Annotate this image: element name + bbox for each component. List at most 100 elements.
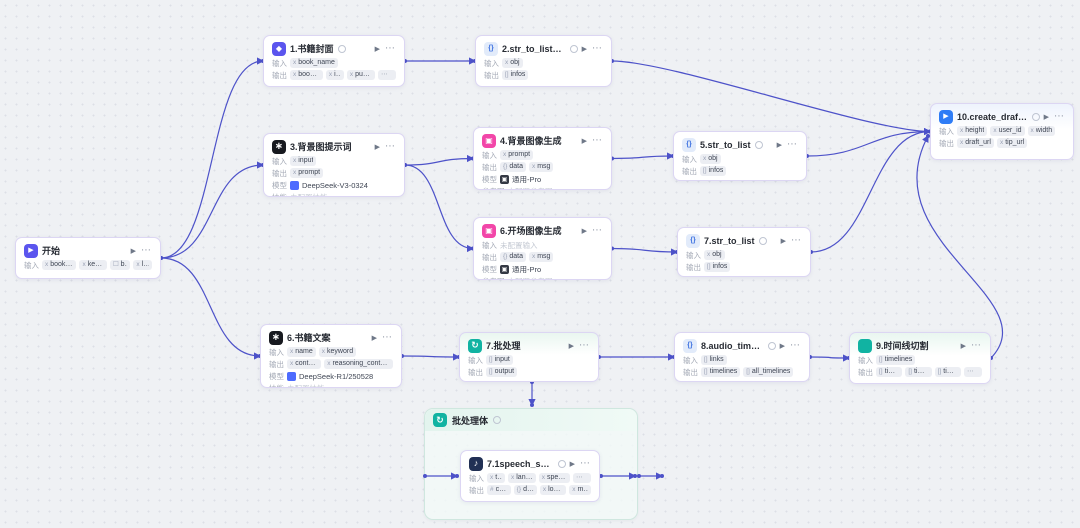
batch-body-icon: ↻ (433, 413, 447, 427)
edge-n3-n6img[interactable] (404, 164, 475, 253)
param-row: 输出[]infos (686, 262, 802, 272)
more-params-icon[interactable]: ⋯ (963, 367, 982, 377)
node-menu-icon[interactable]: ⋯ (385, 140, 396, 152)
param-chip: {}data (500, 162, 526, 172)
run-node-icon[interactable]: ▶ (374, 45, 380, 53)
edge-n5-n10[interactable] (806, 127, 932, 157)
node-menu-icon[interactable]: ⋯ (579, 339, 590, 351)
node-header: {}5.str_to_list▶⋯ (682, 137, 798, 152)
edge-n4-n5[interactable] (611, 152, 675, 160)
param-row: 输入[]links (683, 355, 801, 365)
run-node-icon[interactable]: ▶ (130, 247, 136, 255)
more-params-icon[interactable]: ⋯ (573, 473, 591, 483)
run-node-icon[interactable]: ▶ (1043, 113, 1049, 121)
run-node-icon[interactable]: ▶ (581, 137, 587, 145)
param-chip: []input (486, 355, 513, 365)
edge-n7list-n10[interactable] (810, 127, 932, 253)
param-row: 输入[]input (468, 355, 590, 365)
row-label: 输出 (468, 367, 483, 377)
edge-n6copy-n7batch[interactable] (401, 353, 461, 361)
node-title: 3.背景图提示词 (290, 142, 352, 152)
run-node-icon[interactable]: ▶ (780, 237, 786, 245)
node-menu-icon[interactable]: ⋯ (592, 224, 603, 236)
run-node-icon[interactable]: ▶ (371, 334, 377, 342)
node-n9[interactable]: 9.时间线切割▶⋯输入[]timelines输出[]timeline1[]tim… (849, 332, 991, 384)
row-label: 输入 (24, 260, 39, 270)
node-menu-icon[interactable]: ⋯ (971, 339, 982, 351)
node-menu-icon[interactable]: ⋯ (1054, 110, 1065, 122)
run-node-icon[interactable]: ▶ (779, 342, 785, 350)
run-node-icon[interactable]: ▶ (581, 227, 587, 235)
node-menu-icon[interactable]: ⋯ (787, 138, 798, 150)
model-value: DeepSeek-R1/250528 (287, 371, 373, 381)
edge-start-n3[interactable] (160, 161, 265, 259)
run-node-icon[interactable]: ▶ (960, 342, 966, 350)
node-n1[interactable]: ◆1.书籍封面▶⋯输入xbook_name输出xbook_namexisbnxp… (263, 35, 405, 87)
run-node-icon[interactable]: ▶ (581, 45, 587, 53)
run-node-icon[interactable]: ▶ (568, 342, 574, 350)
run-node-icon[interactable]: ▶ (374, 143, 380, 151)
param-chip: ☐bgm (109, 260, 131, 270)
row-label: 输出 (682, 166, 697, 176)
node-menu-icon[interactable]: ⋯ (791, 234, 802, 246)
row-label: 输入 (686, 250, 701, 260)
node-menu-icon[interactable]: ⋯ (790, 339, 801, 351)
edge-n3-n4[interactable] (404, 154, 475, 166)
node-menu-icon[interactable]: ⋯ (580, 457, 591, 469)
node-menu-icon[interactable]: ⋯ (141, 244, 152, 256)
more-params-icon[interactable]: ⋯ (378, 70, 396, 80)
node-title: 6.书籍文案 (287, 333, 331, 343)
edge-start-n6copy[interactable] (160, 257, 262, 360)
run-node-icon[interactable]: ▶ (776, 141, 782, 149)
row-label: 模型 (269, 371, 284, 381)
param-chip: []links (701, 355, 727, 365)
row-label: 输入 (272, 156, 287, 166)
node-header: ↻7.批处理▶⋯ (468, 338, 590, 353)
node-title: 开始 (42, 246, 61, 256)
edge-n2-n10[interactable] (611, 60, 932, 136)
edge-start-n1[interactable] (160, 57, 265, 259)
run-node-icon[interactable]: ▶ (569, 460, 575, 468)
node-menu-icon[interactable]: ⋯ (385, 42, 396, 54)
node-n6img[interactable]: ▣6.开场图像生成▶⋯输入未配置输入输出{}dataxmsg模型▣通用-Pro参… (473, 217, 612, 280)
param-chip: []infos (502, 70, 529, 80)
unconfigured-text: 未配置输入 (500, 240, 538, 250)
param-chip: []timeline2 (905, 367, 932, 377)
version-badge-icon (767, 341, 776, 350)
node-n71[interactable]: ♪7.1speech_synthesis▶⋯输入xtextxlanguagexs… (460, 450, 600, 502)
code-list-icon: {} (682, 137, 696, 152)
node-n10[interactable]: ▶10.create_draft_创建草稿▶⋯输入xheightxuser_id… (930, 103, 1074, 160)
node-menu-icon[interactable]: ⋯ (592, 42, 603, 54)
version-badge-icon (569, 44, 578, 53)
edge-n8-n9[interactable] (809, 354, 851, 362)
node-menu-icon[interactable]: ⋯ (592, 134, 603, 146)
row-label: 模型 (482, 264, 497, 274)
edge-n9-n10[interactable] (916, 134, 1004, 359)
node-menu-icon[interactable]: ⋯ (382, 331, 393, 343)
param-chip: xlanguage (508, 473, 536, 483)
row-label: 输入 (683, 355, 698, 365)
node-n8[interactable]: {}8.audio_timelines_时间线▶⋯输入[]links输出[]ti… (674, 332, 810, 382)
edge-n6img-n7list[interactable] (611, 247, 679, 256)
node-header: ▣6.开场图像生成▶⋯ (482, 223, 603, 238)
